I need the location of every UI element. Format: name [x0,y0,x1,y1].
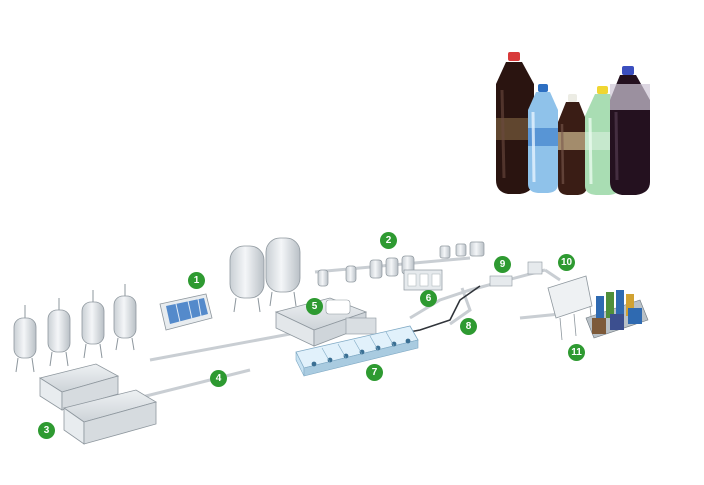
station-badge-11: 11 [568,344,585,361]
water-treatment-unit [160,294,212,330]
station-badge-6: 6 [420,290,437,307]
bottle-cola-purple [610,66,650,195]
station-badge-4: 4 [210,370,227,387]
tank [266,238,300,292]
tank [114,284,136,350]
palletized-products [586,290,648,338]
station-badge-5: 5 [306,298,323,315]
mixing-buildings [40,364,156,444]
station-badge-1: 1 [188,272,205,289]
tank [14,305,36,372]
station-badge-2: 2 [380,232,397,249]
station-badge-8: 8 [460,318,477,335]
tank [82,290,104,358]
station-badge-3: 3 [38,422,55,439]
tank [230,246,264,298]
bottle-cola-small [558,94,587,195]
bottle-water-blue [528,84,558,193]
blow-molder [404,270,442,290]
tank [48,298,70,366]
syrup-tanks [230,238,300,312]
station-badge-10: 10 [558,254,575,271]
station-badge-7: 7 [366,364,383,381]
station-badge-9: 9 [494,256,511,273]
product-bottles [496,52,650,195]
palletizer-frame [548,276,592,340]
storage-tanks [14,284,136,372]
